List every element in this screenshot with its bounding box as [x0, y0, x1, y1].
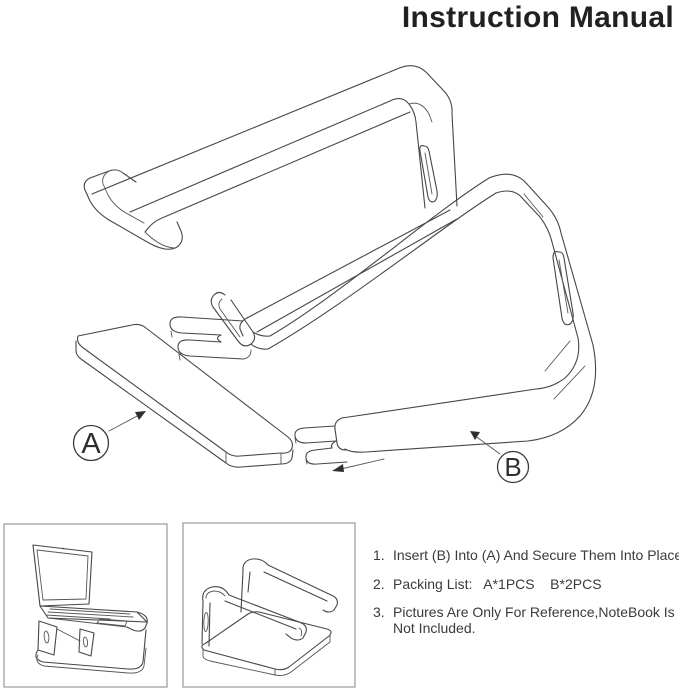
- front-rail-part: [83, 65, 458, 361]
- webcam-dot: [62, 547, 64, 550]
- label-b-circle: [496, 450, 530, 484]
- label-a-leader-line: [108, 413, 142, 432]
- laptop-on-stand-sketch: [32, 544, 148, 674]
- instruction-3-text-line1: Pictures Are Only For Reference,NoteBook…: [393, 604, 675, 620]
- label-a-callout: A: [72, 411, 146, 462]
- label-a-text: A: [81, 428, 101, 460]
- base-plate-part-a: [75, 323, 294, 468]
- page-title: Instruction Manual: [401, 1, 674, 34]
- thumbnail-stand-only: [182, 522, 356, 688]
- instruction-1-text: Insert (B) Into (A) And Secure Them Into…: [393, 547, 679, 563]
- thumbnail-1-border: [3, 523, 168, 688]
- stand-only-sketch: [201, 558, 338, 677]
- instruction-2-number: 2.: [373, 576, 385, 592]
- thumbnail-2-border: [182, 522, 356, 688]
- label-a-arrowhead: [135, 411, 146, 420]
- label-b-leader-line: [473, 434, 501, 455]
- thumbnail-assembled-with-laptop: [3, 523, 168, 688]
- instruction-item-2: 2. Packing List: A*1PCS B*2PCS: [373, 575, 676, 594]
- instruction-3-text-line2: Not Included.: [393, 620, 476, 636]
- instruction-list: 1. Insert (B) Into (A) And Secure Them I…: [373, 546, 679, 646]
- laptop-stand-exploded-drawing: A B: [72, 65, 597, 484]
- label-b-callout: B: [470, 431, 530, 484]
- instruction-2-text: Packing List: A*1PCS B*2PCS: [393, 576, 602, 592]
- label-b-text: B: [504, 452, 521, 482]
- instruction-item-3: 3. Pictures Are Only For Reference,NoteB…: [373, 604, 676, 636]
- instruction-item-1: 1. Insert (B) Into (A) And Secure Them I…: [373, 546, 679, 565]
- instruction-1-number: 1.: [373, 547, 385, 563]
- instruction-3-number: 3.: [373, 604, 385, 620]
- insert-direction-arrow: [332, 458, 385, 472]
- rear-rail-part-b: [210, 173, 597, 465]
- label-a-circle: [72, 424, 110, 462]
- label-b-arrowhead: [470, 431, 480, 440]
